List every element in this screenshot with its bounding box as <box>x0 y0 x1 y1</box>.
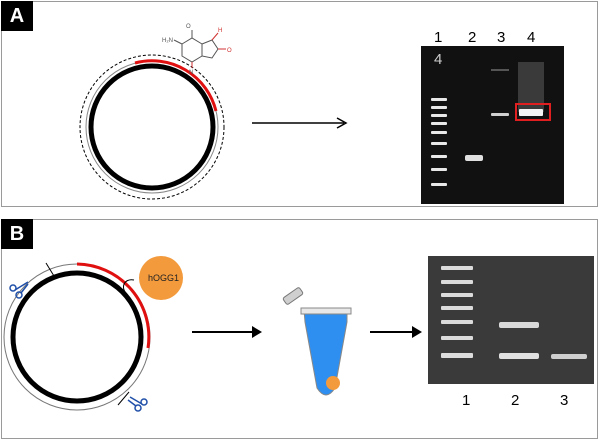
arrow-a <box>252 117 348 129</box>
plasmid-diagram-a <box>79 54 225 200</box>
scissors-icon <box>9 281 29 299</box>
gel-a-lane4-band <box>519 109 543 116</box>
cut-site-line-2 <box>117 391 130 406</box>
gel-a-lane-label-1: 1 <box>434 29 443 46</box>
modified-strand-segment <box>134 59 218 112</box>
panel-a-diagram: O H₂N H O N <box>79 24 564 204</box>
enzyme-binding-arm <box>123 279 135 295</box>
arrow-b1 <box>192 326 262 338</box>
gel-b-lane-label-1: 1 <box>462 392 471 409</box>
plasmid-dashed-strand <box>79 54 225 200</box>
microcentrifuge-tube-icon <box>282 287 352 396</box>
hogg1-label: hOGG1 <box>148 273 179 283</box>
panel-label-a: A <box>1 1 33 31</box>
gel-b-lane2-lower-band <box>499 353 539 359</box>
svg-text:O: O <box>186 24 191 30</box>
cut-site-line-1 <box>45 262 55 277</box>
gel-b-ladder-lane <box>441 266 473 358</box>
gel-a-lane-label-3: 3 <box>497 29 506 46</box>
gel-a-lane-label-2: 2 <box>468 29 477 46</box>
svg-text:O: O <box>227 48 232 54</box>
panel-b-diagram: hOGG1 <box>3 256 594 412</box>
gel-image-a <box>421 46 564 204</box>
gel-b-lane-label-2: 2 <box>511 392 520 409</box>
gel-a-lane-label-extra: 4 <box>434 51 443 68</box>
gel-a-ladder-lane <box>431 98 447 186</box>
gel-a-highlight-box <box>515 103 551 121</box>
gel-b-lane-label-3: 3 <box>560 392 569 409</box>
gel-b-lane3-band <box>551 354 587 359</box>
hogg1-enzyme-icon <box>139 256 183 300</box>
tube-cap <box>282 287 304 305</box>
oxoguanine-structure-icon: O H₂N H O N <box>162 24 232 76</box>
tube-body <box>303 309 348 396</box>
svg-text:H₂N: H₂N <box>162 38 173 44</box>
modified-strand-segment-b <box>76 262 151 349</box>
tube-rim <box>300 307 352 315</box>
scissors-icon-2 <box>127 396 148 412</box>
plasmid-inner-strand <box>88 63 216 191</box>
svg-text:H: H <box>218 28 222 34</box>
plasmid-diagram-b <box>3 262 151 411</box>
panel-label-b: B <box>1 219 33 249</box>
panel-a: A O H₂N H O N <box>1 1 598 207</box>
enzyme-in-tube-icon <box>326 376 340 390</box>
hogg1-enzyme: hOGG1 <box>123 256 183 300</box>
svg-text:N: N <box>189 70 193 76</box>
gel-b-lane2-upper-band <box>499 322 539 328</box>
gel-a-lane3-faint-band <box>491 69 509 71</box>
arrow-b2 <box>370 326 422 338</box>
panel-b: B hOGG1 <box>1 219 598 439</box>
gel-image-b <box>428 256 594 384</box>
gel-a-lane-label-4: 4 <box>527 29 536 46</box>
gel-a-lane3-band <box>491 113 509 116</box>
plasmid-inner-strand-b <box>10 270 144 404</box>
gel-a-lane2-band <box>465 155 483 161</box>
